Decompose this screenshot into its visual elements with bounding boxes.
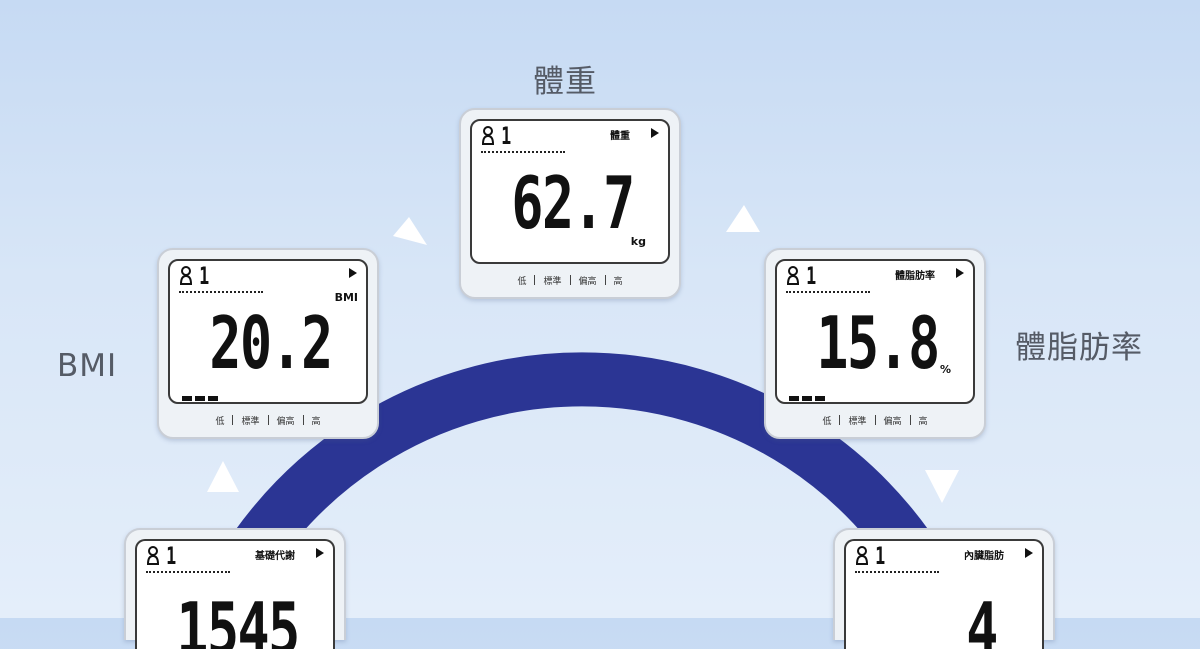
- mode-text: 體重: [610, 131, 630, 142]
- device-visceral-fat: 1 內臟脂肪 4: [833, 528, 1055, 649]
- reading-value: 4: [966, 587, 998, 649]
- reading-value: 20.2: [209, 301, 333, 385]
- device-bmr: 1 基礎代謝 1545: [124, 528, 346, 649]
- scale-normal: 標準: [848, 416, 867, 427]
- user-number: 1: [875, 542, 886, 570]
- scale-low: 低: [822, 416, 832, 427]
- scale-high: 高: [918, 416, 928, 427]
- separator: [302, 415, 304, 425]
- unit-label: %: [939, 363, 951, 376]
- person-icon: [786, 266, 800, 285]
- lcd-screen: 1 BMI 20.2: [168, 259, 368, 404]
- lcd-screen: 1 基礎代謝 1545: [135, 539, 335, 649]
- separator: [267, 415, 269, 425]
- person-icon: [146, 546, 160, 565]
- arc-band: [191, 352, 973, 618]
- bmi-mode-label: BMI: [334, 291, 358, 304]
- unit-label: kg: [630, 235, 646, 248]
- scale-slightly-high: 偏高: [276, 416, 295, 427]
- play-icon: [1025, 548, 1033, 558]
- play-icon: [349, 268, 357, 278]
- play-icon: [956, 268, 964, 278]
- mode-text: 基礎代謝: [255, 551, 295, 562]
- reading-value: 15.8: [816, 301, 940, 385]
- scale-high: 高: [613, 276, 623, 287]
- separator: [839, 415, 841, 425]
- separator: [874, 415, 876, 425]
- arrow-down-icon: [393, 217, 427, 245]
- scale-low: 低: [215, 416, 225, 427]
- device-body-fat: 1 體脂肪率 15.8 % 低 標準 偏高 高: [764, 248, 986, 439]
- arrow-up-icon: [726, 205, 760, 232]
- user-number: 1: [166, 542, 177, 570]
- scale-slightly-high: 偏高: [883, 416, 902, 427]
- scale-row: 低 標準 偏高 高: [461, 268, 679, 292]
- play-icon: [316, 548, 324, 558]
- level-bars: [789, 386, 828, 402]
- user-number: 1: [501, 122, 512, 150]
- dotted-divider: [179, 291, 263, 293]
- label-weight: 體重: [533, 64, 597, 100]
- scale-low: 低: [517, 276, 527, 287]
- lcd-screen: 1 體脂肪率 15.8 %: [775, 259, 975, 404]
- dotted-divider: [786, 291, 870, 293]
- separator: [909, 415, 911, 425]
- scale-row: 低 標準 偏高 高: [159, 408, 377, 432]
- level-bars: [182, 386, 221, 402]
- lcd-screen: 1 體重 62.7 kg: [470, 119, 670, 264]
- scale-normal: 標準: [241, 416, 260, 427]
- scale-row: 低 標準 偏高 高: [766, 408, 984, 432]
- mode-text: 內臟脂肪: [964, 551, 1004, 562]
- user-number: 1: [806, 262, 817, 290]
- reading-value: 62.7: [511, 161, 635, 245]
- scale-high: 高: [311, 416, 321, 427]
- dotted-divider: [481, 151, 565, 153]
- arrow-up-icon: [207, 461, 239, 492]
- separator: [569, 275, 571, 285]
- dotted-divider: [146, 571, 230, 573]
- play-icon: [651, 128, 659, 138]
- user-number: 1: [199, 262, 210, 290]
- separator: [604, 275, 606, 285]
- arrow-down-icon: [925, 470, 959, 503]
- person-icon: [179, 266, 193, 285]
- device-weight: 1 體重 62.7 kg 低 標準 偏高 高: [459, 108, 681, 299]
- label-body-fat: 體脂肪率: [1015, 330, 1143, 366]
- person-icon: [481, 126, 495, 145]
- flow-arc: [191, 205, 973, 618]
- scale-normal: 標準: [543, 276, 562, 287]
- separator: [534, 275, 536, 285]
- label-bmi: BMI: [57, 348, 118, 384]
- person-icon: [855, 546, 869, 565]
- lcd-screen: 1 內臟脂肪 4: [844, 539, 1044, 649]
- separator: [232, 415, 234, 425]
- reading-value: 1545: [176, 587, 300, 649]
- scale-slightly-high: 偏高: [578, 276, 597, 287]
- mode-text: 體脂肪率: [895, 271, 935, 282]
- dotted-divider: [855, 571, 939, 573]
- device-bmi: 1 BMI 20.2 低 標準 偏高 高: [157, 248, 379, 439]
